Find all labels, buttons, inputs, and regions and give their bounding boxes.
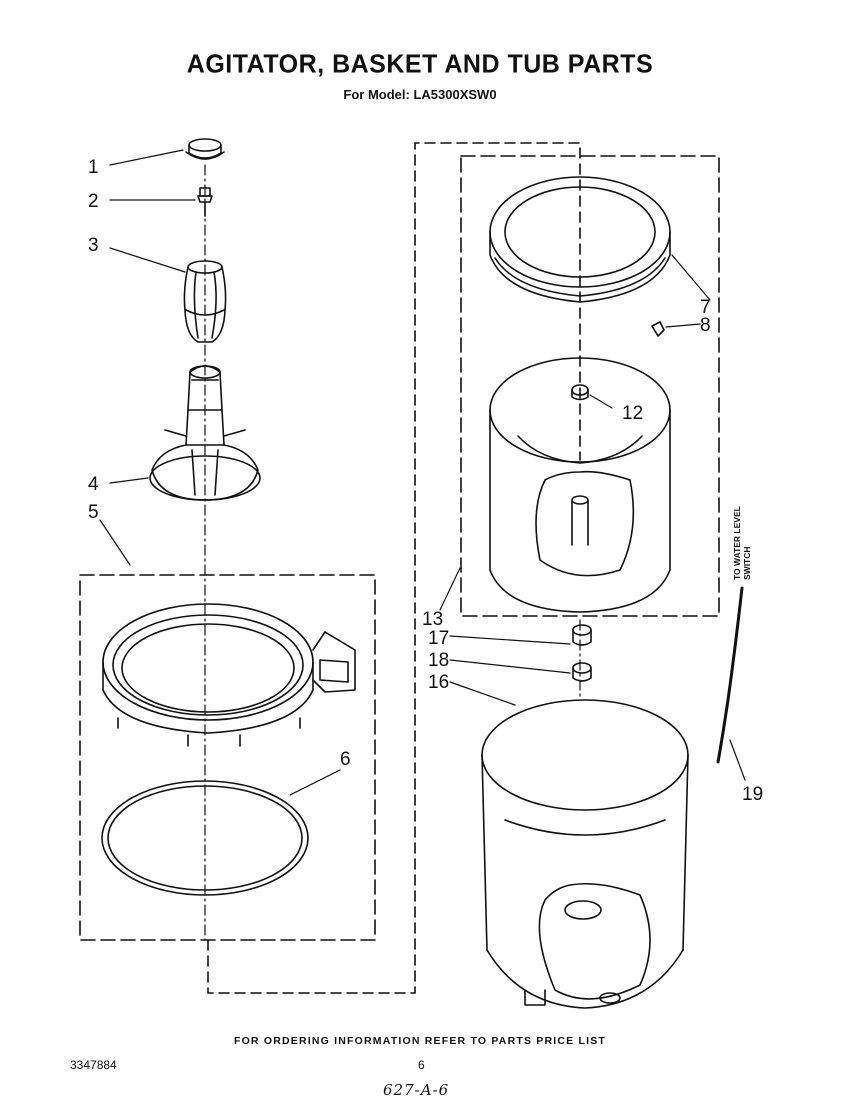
- part-basket-nut: [571, 384, 589, 401]
- part-outer-tub: [481, 699, 689, 1009]
- part-balance-ring: [489, 176, 671, 303]
- group-box-left: [79, 574, 376, 941]
- callout-2: 2: [88, 191, 99, 212]
- callout-17: 17: [428, 628, 449, 649]
- part-hub-nut: [572, 662, 592, 682]
- page-title: AGITATOR, BASKET AND TUB PARTS: [186, 49, 654, 79]
- group-box-right: [460, 155, 720, 617]
- part-hub-seal: [572, 624, 592, 646]
- hose-label: TO WATER LEVEL SWITCH: [732, 506, 752, 580]
- leader-lines: [99, 149, 746, 796]
- callout-16: 16: [428, 672, 449, 693]
- assembly-link-line: [207, 142, 581, 994]
- callout-4: 4: [88, 474, 99, 495]
- callout-19: 19: [742, 784, 763, 805]
- part-agitator-cap: [185, 138, 225, 160]
- part-bolt: [197, 187, 213, 217]
- part-tub-gasket: [101, 780, 309, 896]
- part-spin-basket: [489, 357, 671, 613]
- hose-label-line2: SWITCH: [742, 546, 752, 580]
- model-subtitle: For Model: LA5300XSW0: [343, 87, 497, 102]
- callout-18: 18: [428, 650, 449, 671]
- document-number: 3347884: [70, 1058, 117, 1072]
- callout-1: 1: [88, 157, 99, 178]
- part-agitator-base: [149, 365, 261, 501]
- callout-13: 13: [422, 609, 443, 630]
- callout-3: 3: [88, 235, 99, 256]
- callout-7: 7: [700, 297, 711, 318]
- part-clip: [651, 321, 665, 337]
- handwritten-note: 627-A-6: [383, 1081, 450, 1099]
- page-number: 6: [418, 1058, 425, 1072]
- part-pressure-hose: [716, 586, 744, 764]
- callout-8: 8: [700, 315, 711, 336]
- hose-label-line1: TO WATER LEVEL: [732, 506, 742, 580]
- part-tub-ring: [102, 603, 356, 747]
- part-agitator-barrel: [183, 260, 227, 343]
- callout-numbers: 1 2 3 4 5 6 7 8 12 13 17 18 16 19: [88, 157, 763, 805]
- callout-5: 5: [88, 502, 99, 523]
- ordering-note: FOR ORDERING INFORMATION REFER TO PARTS …: [233, 1035, 607, 1047]
- callout-6: 6: [340, 749, 351, 770]
- callout-12: 12: [622, 403, 643, 424]
